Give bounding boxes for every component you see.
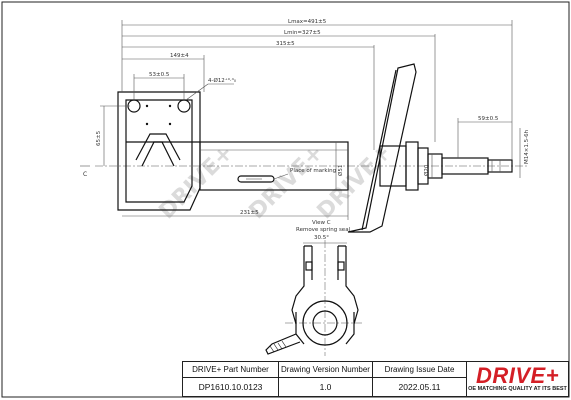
- dim-angle: 30.5°: [314, 235, 329, 241]
- mounting-bracket: [117, 91, 201, 211]
- version-value: 1.0: [279, 378, 373, 396]
- watermark-3: DRIVE+: [313, 140, 397, 224]
- dim-53: 53±0.5: [149, 72, 170, 78]
- bracket-clamp-inner: [141, 141, 175, 167]
- dim-149: 149±4: [170, 53, 189, 59]
- dim-thread: M14×1.5-6h: [524, 129, 530, 164]
- part-number-label: DRIVE+ Part Number: [183, 362, 279, 378]
- spring-seat-edge: [361, 69, 397, 231]
- fork-left: [291, 246, 305, 325]
- dim-dia20: Ø20: [423, 164, 430, 176]
- bracket-dot-4: [168, 122, 172, 126]
- view-c-inner-ring: [312, 310, 338, 336]
- version-label: Drawing Version Number: [279, 362, 373, 378]
- part-number-value: DP1610.10.0123: [183, 378, 279, 396]
- view-c-title: View C: [312, 220, 331, 226]
- spring-seat: [347, 63, 417, 233]
- fork-right: [345, 246, 359, 325]
- bracket-dot-2: [168, 104, 172, 108]
- dimension-lines: Lmax=491±5 Lmin=327±5 315±5 149±4 53±0.5…: [80, 19, 530, 220]
- note-place: Place of marking: [290, 168, 336, 174]
- issue-date-label: Drawing Issue Date: [373, 362, 467, 378]
- view-c-arm: [265, 333, 301, 355]
- fork-tab-right: [337, 261, 345, 271]
- hatch-4: [281, 340, 287, 348]
- strut-tube: [199, 141, 349, 191]
- dim-231: 231±5: [240, 210, 259, 216]
- hatch-3: [277, 342, 283, 350]
- brand-logo: DRIVE+ OE MATCHING QUALITY AT ITS BEST: [467, 362, 568, 396]
- issue-date-value: 2022.05.11: [373, 378, 467, 396]
- title-block: DRIVE+ Part Number Drawing Version Numbe…: [182, 361, 569, 397]
- dim-lmax: Lmax=491±5: [288, 19, 327, 25]
- bracket-clamp: [135, 133, 181, 161]
- dim-59: 59±0.5: [478, 116, 499, 122]
- hatch-2: [273, 343, 279, 351]
- logo-tagline: OE MATCHING QUALITY AT ITS BEST: [468, 385, 567, 392]
- hole-leader: [185, 83, 209, 101]
- note-place-leader: [273, 173, 289, 180]
- dim-315: 315±5: [276, 41, 295, 47]
- logo-wordmark: DRIVE+: [475, 362, 560, 388]
- view-c-label: C: [83, 171, 87, 178]
- dim-lmin: Lmin=327±5: [284, 30, 321, 36]
- fork-tab-left: [305, 261, 313, 271]
- bracket-inner: [125, 99, 193, 203]
- view-c: View C Remove spring seal 30.5°: [265, 220, 362, 356]
- bracket-hole-2: [177, 99, 191, 113]
- dim-65: 65±5: [96, 130, 102, 146]
- bracket-dot-3: [145, 122, 149, 126]
- watermark-group: DRIVE+ DRIVE+ DRIVE+: [155, 140, 397, 224]
- hatch-1: [269, 345, 275, 353]
- remove-seal-note: Remove spring seal: [296, 227, 351, 233]
- view-c-outer-ring: [302, 300, 348, 346]
- dim-hole: 4-Ø12⁺⁰·⁴₀: [208, 77, 237, 84]
- dim-dia51: Ø51: [337, 165, 344, 176]
- bracket-dot-1: [145, 104, 149, 108]
